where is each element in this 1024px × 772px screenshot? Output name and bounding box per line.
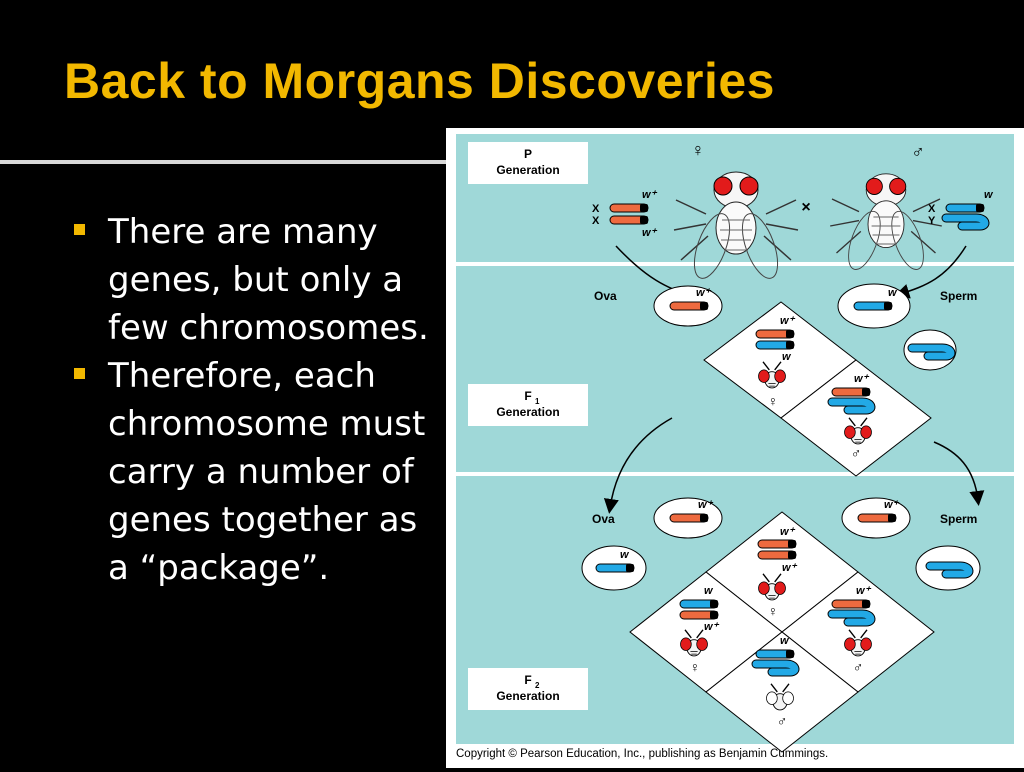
inheritance-figure: P Generation ♀ × ♂ X X w⁺ w⁺ X Y w Ova S…: [446, 128, 1024, 768]
p-label: P: [524, 147, 532, 161]
f1-subscript: 1: [535, 397, 540, 406]
p-generation-label-box: [468, 142, 588, 184]
slide-title: Back to Morgans Discoveries: [64, 53, 775, 109]
chromosome-x-label: X: [928, 203, 936, 215]
f1-generation-label-box: [468, 384, 588, 426]
white-x-chromosome: [755, 649, 795, 659]
allele-label: w⁺: [856, 585, 872, 597]
f2-label: F: [524, 673, 531, 687]
white-x-chromosome: [679, 599, 719, 609]
female-symbol-icon: ♀: [690, 659, 701, 675]
bullet-square-icon: [74, 368, 85, 379]
ova-label: Ova: [594, 289, 617, 303]
allele-label: w⁺: [780, 315, 796, 327]
red-x-chromosome: [669, 301, 709, 311]
bullet-item: There are many genes, but only a few chr…: [72, 208, 442, 352]
red-x-chromosome: [679, 610, 719, 620]
allele-label: w: [620, 549, 630, 561]
white-x-chromosome: [755, 340, 795, 350]
punnett-square-f1: [780, 359, 932, 477]
sperm-label: Sperm: [940, 512, 977, 526]
f2-generation-label-box: [468, 668, 588, 710]
allele-label: w⁺: [642, 189, 658, 201]
red-x-chromosome: [831, 599, 871, 609]
female-symbol-icon: ♀: [768, 393, 779, 409]
allele-label: w⁺: [698, 499, 714, 511]
male-symbol-icon: ♂: [911, 142, 925, 162]
female-symbol-icon: ♀: [691, 140, 705, 160]
bullet-list: There are many genes, but only a few chr…: [72, 208, 442, 592]
bullet-text: There are many genes, but only a few chr…: [108, 212, 429, 348]
f2-subscript: 2: [535, 681, 540, 690]
allele-label: w⁺: [696, 287, 712, 299]
red-x-chromosome: [857, 513, 897, 523]
white-x-chromosome: [853, 301, 893, 311]
bullet-item: Therefore, each chromosome must carry a …: [72, 352, 442, 592]
allele-label: w⁺: [854, 373, 870, 385]
red-x-chromosome: [757, 550, 797, 560]
p-generation-word: Generation: [496, 163, 559, 177]
red-x-chromosome: [669, 513, 709, 523]
red-x-chromosome: [609, 215, 649, 225]
chromosome-x-label: X: [592, 215, 600, 227]
male-symbol-icon: ♂: [777, 713, 788, 729]
f1-label: F: [524, 389, 531, 403]
chromosome-y-label: Y: [928, 215, 936, 227]
chromosome-x-label: X: [592, 203, 600, 215]
bullet-text: Therefore, each chromosome must carry a …: [108, 356, 426, 588]
allele-label: w: [780, 635, 790, 647]
allele-label: w: [782, 351, 792, 363]
red-x-chromosome: [757, 539, 797, 549]
allele-label: w: [704, 585, 714, 597]
female-symbol-icon: ♀: [768, 603, 779, 619]
f2-generation-word: Generation: [496, 689, 559, 703]
white-x-chromosome: [595, 563, 635, 573]
allele-label: w: [888, 287, 898, 299]
punnett-square-f2: [705, 631, 859, 753]
cross-symbol-icon: ×: [801, 199, 810, 216]
red-x-chromosome: [609, 203, 649, 213]
allele-label: w⁺: [704, 621, 720, 633]
allele-label: w⁺: [884, 499, 900, 511]
bullet-square-icon: [74, 224, 85, 235]
allele-label: w⁺: [780, 526, 796, 538]
title-divider: [0, 160, 450, 164]
allele-label: w⁺: [642, 227, 658, 239]
sperm-label: Sperm: [940, 289, 977, 303]
male-symbol-icon: ♂: [851, 445, 862, 461]
red-x-chromosome: [831, 387, 871, 397]
allele-label: w: [984, 189, 994, 201]
copyright-note: Copyright © Pearson Education, Inc., pub…: [456, 748, 829, 760]
allele-label: w⁺: [782, 562, 798, 574]
ova-label: Ova: [592, 512, 615, 526]
f1-generation-word: Generation: [496, 405, 559, 419]
red-x-chromosome: [755, 329, 795, 339]
white-x-chromosome: [945, 203, 985, 213]
male-symbol-icon: ♂: [853, 659, 864, 675]
